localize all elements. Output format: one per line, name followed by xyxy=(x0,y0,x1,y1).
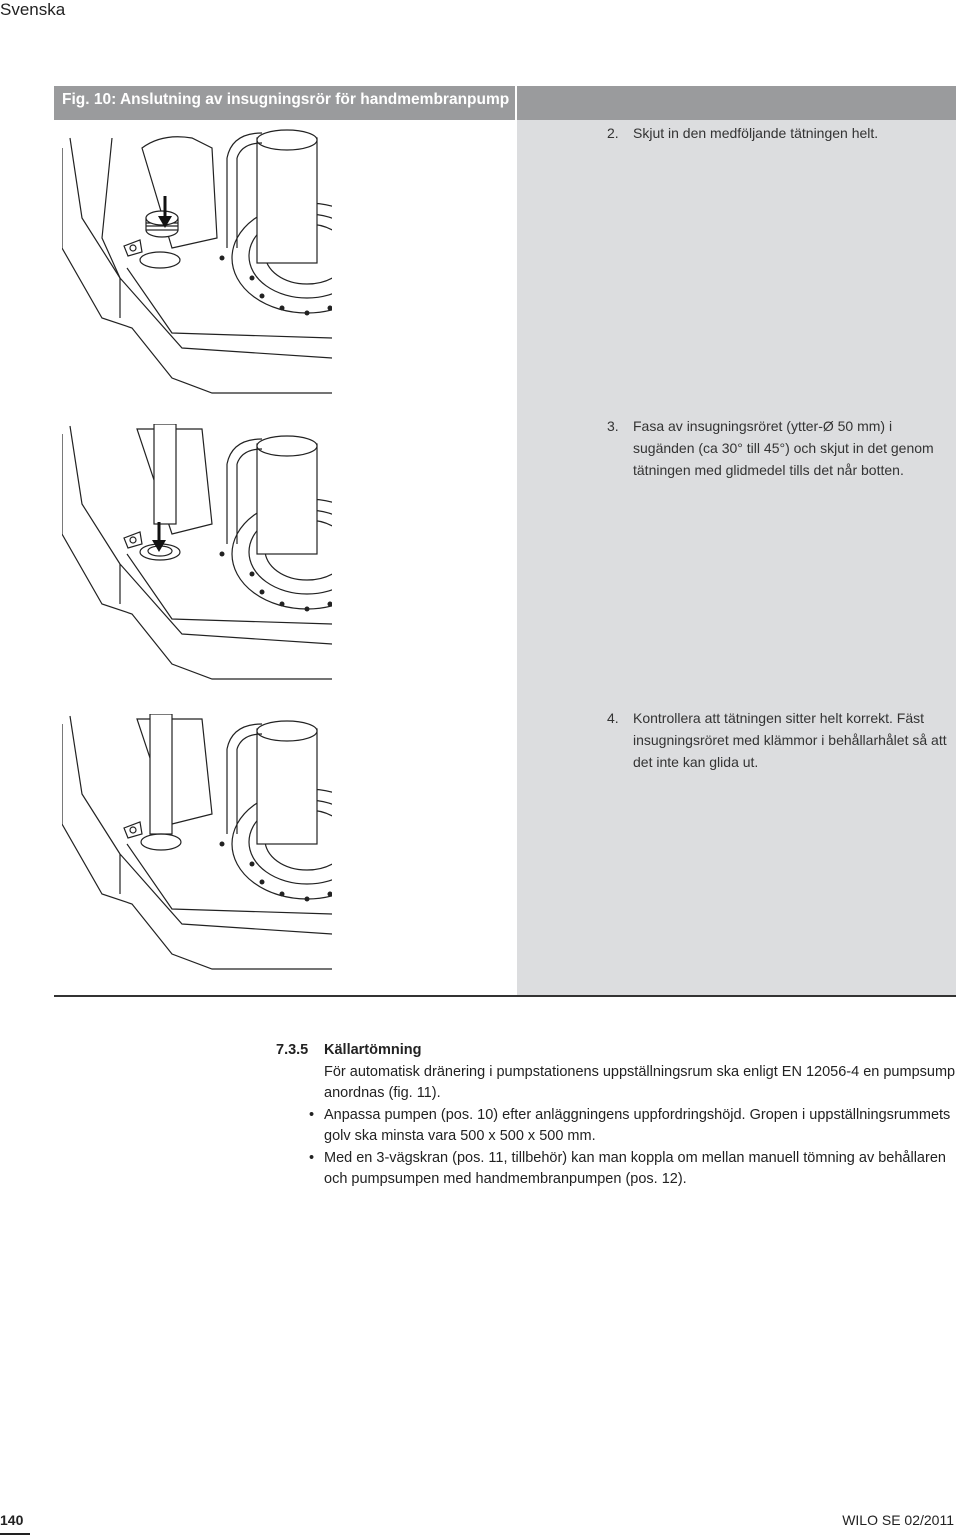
list-item: • Med en 3-vägskran (pos. 11, tillbehör)… xyxy=(309,1148,956,1191)
section-number: 7.3.5 xyxy=(276,1042,309,1058)
section-title: Källartömning xyxy=(324,1042,422,1058)
section-heading: 7.3.5 Källartömning xyxy=(276,1040,956,1062)
illustration-step-2 xyxy=(62,129,332,394)
list-item-text: Med en 3-vägskran (pos. 11, tillbehör) k… xyxy=(324,1149,946,1188)
step-number: 2. xyxy=(607,125,619,141)
step-4: 4. Kontrollera att tätningen sitter helt… xyxy=(607,707,947,773)
step-text: Skjut in den medföljande tätningen helt. xyxy=(633,125,879,141)
instructions-panel xyxy=(517,120,956,996)
step-3: 3. Fasa av insugningsröret (ytter-Ø 50 m… xyxy=(607,415,947,481)
illustration-step-3 xyxy=(62,424,332,680)
section-kallartomning: 7.3.5 Källartömning För automatisk dräner… xyxy=(276,1040,956,1191)
figure-bottom-rule xyxy=(54,995,956,997)
language-label: Svenska xyxy=(0,0,66,19)
page-number: 140 xyxy=(0,1512,24,1528)
bullet-icon: • xyxy=(309,1149,315,1166)
step-text: Kontrollera att tätningen sitter helt ko… xyxy=(633,710,947,770)
step-number: 3. xyxy=(607,418,619,434)
list-item: • Anpassa pumpen (pos. 10) efter anläggn… xyxy=(309,1105,956,1148)
page-number-underline xyxy=(0,1533,30,1535)
figure-title: Fig. 10: Anslutning av insugningsrör för… xyxy=(62,91,510,108)
header-divider xyxy=(515,86,517,120)
list-item-text: Anpassa pumpen (pos. 10) efter anläggnin… xyxy=(324,1106,951,1145)
section-intro: För automatisk dränering i pumpstationen… xyxy=(324,1063,956,1102)
step-text: Fasa av insugningsröret (ytter-Ø 50 mm) … xyxy=(633,418,934,478)
step-2: 2. Skjut in den medföljande tätningen he… xyxy=(607,122,947,144)
illustration-step-4 xyxy=(62,714,332,970)
figure-header: Fig. 10: Anslutning av insugningsrör för… xyxy=(54,86,956,120)
step-number: 4. xyxy=(607,710,619,726)
bullet-icon: • xyxy=(309,1106,315,1123)
footer-company: WILO SE 02/2011 xyxy=(842,1512,954,1528)
